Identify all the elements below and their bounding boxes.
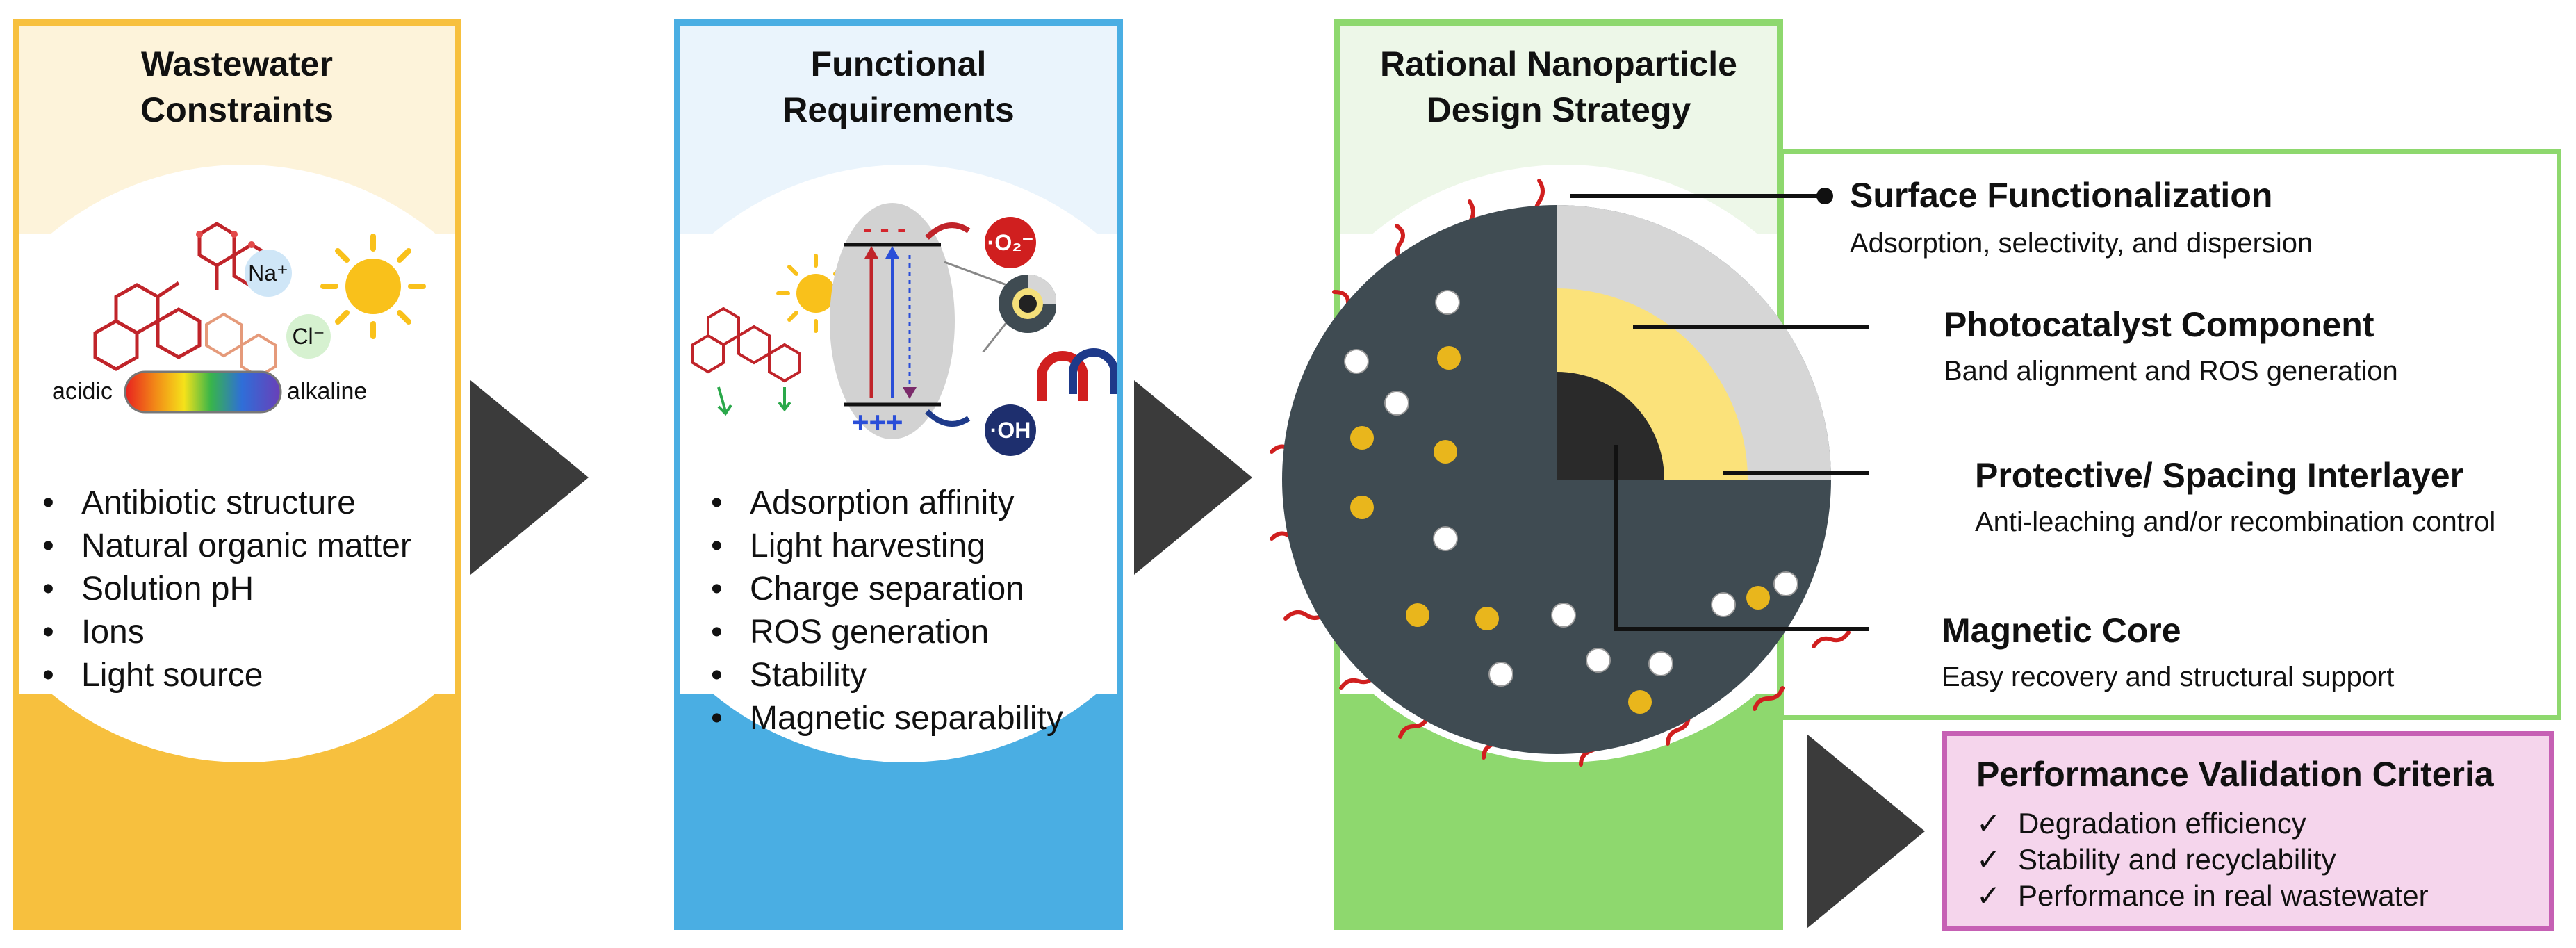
list-item: Ions (42, 611, 411, 654)
list-item: Light harvesting (711, 525, 1063, 568)
layer-title-interlayer: Protective/ Spacing Interlayer (1975, 456, 2464, 495)
list-item: Antibiotic structure (42, 482, 411, 525)
performance-title: Performance Validation Criteria (1976, 755, 2494, 794)
performance-list: Degradation efficiency Stability and rec… (1976, 806, 2429, 914)
core-shell-particle-icon (944, 261, 1056, 352)
layer-desc-photocatalyst: Band alignment and ROS generation (1944, 356, 2398, 386)
list-item: Solution pH (42, 568, 411, 611)
arrow-icon (1134, 380, 1252, 575)
list-item: Stability and recyclability (1976, 842, 2429, 878)
ph-label-alkaline: alkaline (287, 378, 368, 404)
layer-title-core: Magnetic Core (1942, 611, 2181, 650)
species-o2-badge: ·O₂⁻ (985, 217, 1036, 268)
antibiotic-molecule-icon (691, 307, 801, 416)
constraint-list: Antibiotic structure Natural organic mat… (42, 482, 411, 697)
ion-na-badge: Na⁺ (245, 250, 292, 297)
layer-desc-core: Easy recovery and structural support (1942, 662, 2395, 692)
svg-text:- - -: - - - (863, 213, 906, 244)
sun-icon (320, 234, 426, 339)
title-line: Functional (810, 44, 987, 83)
title-line: Wastewater (140, 44, 334, 83)
list-item: Adsorption affinity (711, 482, 1063, 525)
ph-label-acidic: acidic (52, 378, 113, 404)
list-item: Stability (711, 654, 1063, 697)
magnet-icon (1037, 348, 1117, 401)
panel-title: Functional Requirements (680, 41, 1117, 133)
ion-cl-badge: Cl⁻ (286, 314, 331, 359)
panel-wastewater-constraints: Wastewater Constraints Na⁺ Cl⁻ (13, 19, 461, 930)
title-line: Rational Nanoparticle (1380, 44, 1737, 83)
panel-title: Rational Nanoparticle Design Strategy (1340, 41, 1777, 133)
arrow-icon (470, 380, 589, 575)
species-oh-badge: ·OH (985, 404, 1036, 456)
layer-desc-interlayer: Anti-leaching and/or recombination contr… (1975, 507, 2496, 537)
list-item: Performance in real wastewater (1976, 878, 2429, 914)
requirement-list: Adsorption affinity Light harvesting Cha… (711, 482, 1063, 740)
ph-scale-icon (124, 370, 282, 414)
list-item: Natural organic matter (42, 525, 411, 568)
list-item: Charge separation (711, 568, 1063, 611)
svg-text:+++: +++ (852, 406, 903, 439)
arrow-icon (1807, 734, 1925, 929)
list-item: Magnetic separability (711, 697, 1063, 740)
performance-criteria-box: Performance Validation Criteria Degradat… (1942, 731, 2554, 931)
nanoparticle-illustration (1270, 179, 1869, 767)
panel-functional-requirements: Functional Requirements - - - +++ (674, 19, 1123, 930)
list-item: Degradation efficiency (1976, 806, 2429, 842)
molecule-small-icon (205, 312, 277, 379)
layer-title-surface: Surface Functionalization (1850, 176, 2273, 215)
title-line: Design Strategy (1426, 90, 1691, 129)
layer-desc-surface: Adsorption, selectivity, and dispersion (1850, 228, 2313, 259)
layer-title-photocatalyst: Photocatalyst Component (1944, 305, 2374, 344)
panel-title: Wastewater Constraints (19, 41, 455, 133)
list-item: Light source (42, 654, 411, 697)
title-line: Requirements (782, 90, 1015, 129)
list-item: ROS generation (711, 611, 1063, 654)
band-diagram-icon: - - - +++ (830, 203, 971, 439)
title-line: Constraints (140, 90, 334, 129)
